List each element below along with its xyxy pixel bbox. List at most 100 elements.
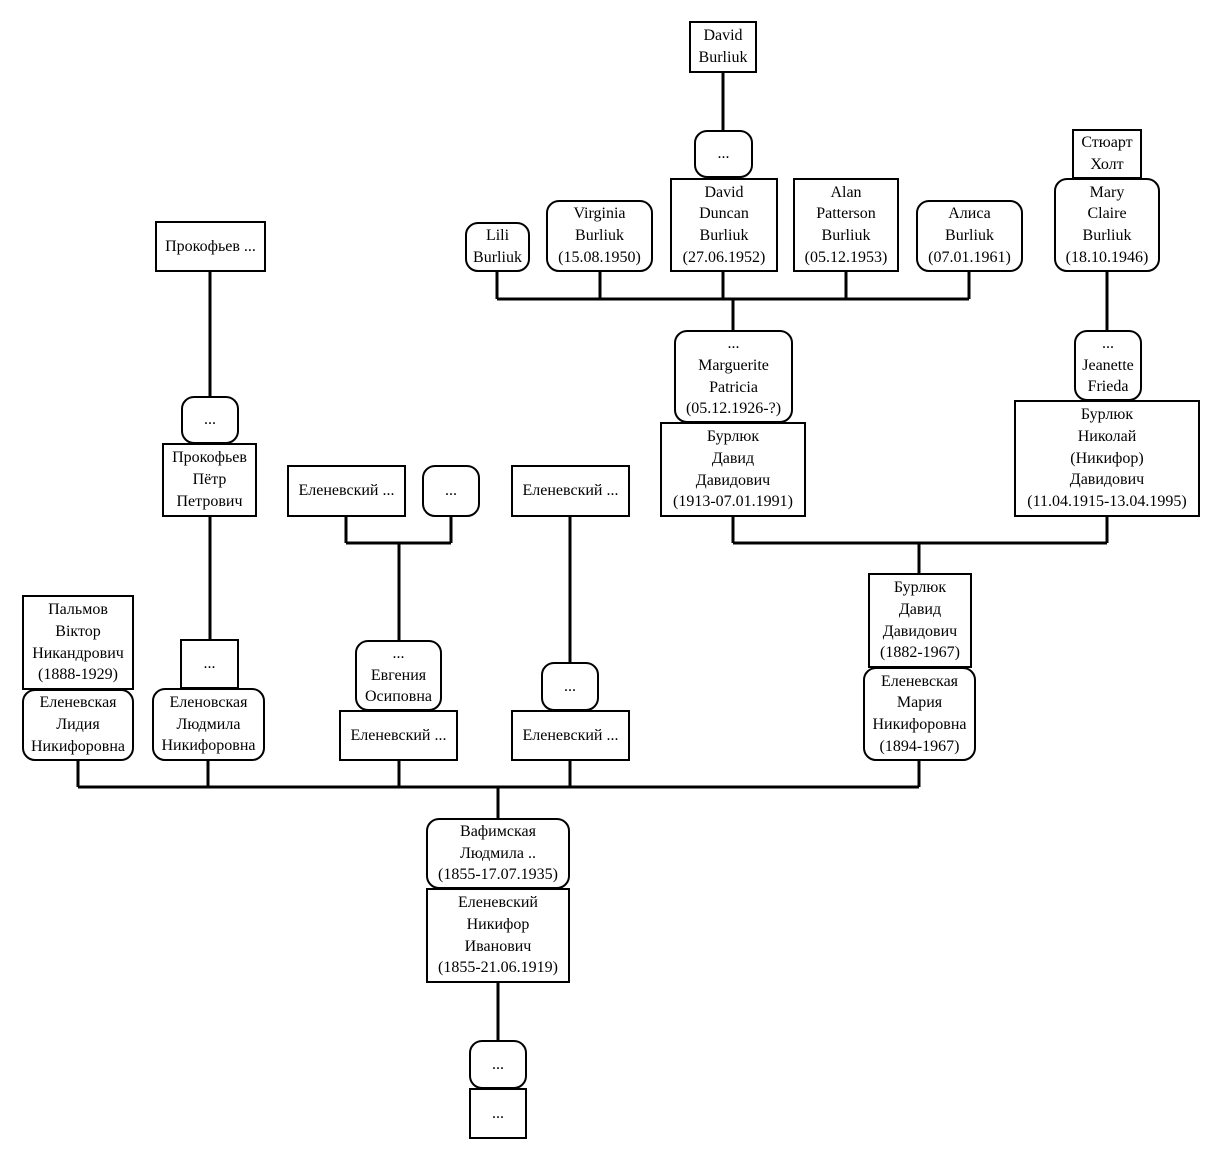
person-name-line: Frieda	[1087, 378, 1129, 396]
person-elenevsky-d[interactable]: Еленевский ...	[511, 710, 630, 761]
person-name-line: (05.12.1953)	[804, 248, 888, 266]
person-name-line: Patricia	[709, 378, 758, 396]
person-name-line: (07.01.1961)	[928, 248, 1011, 266]
person-prokofiev-sr[interactable]: Прокофьев ...	[155, 221, 266, 272]
person-name-line: ...	[727, 335, 740, 353]
person-name-line: Mary	[1089, 183, 1125, 201]
person-name-line: (1855-17.07.1935)	[438, 866, 558, 884]
person-name-line: Burliuk	[945, 227, 994, 245]
person-name-line: Мария	[896, 694, 943, 712]
person-name-line: ...	[492, 1055, 504, 1073]
person-name-line: (27.06.1952)	[682, 248, 766, 266]
person-elenevsky-c[interactable]: Еленевский ...	[339, 710, 458, 761]
person-name-line: Давидович	[882, 622, 958, 640]
person-name-line: Еленевский	[458, 894, 538, 912]
person-name-line: (Никифор)	[1070, 449, 1144, 467]
person-name-line: Burliuk	[699, 227, 749, 244]
person-elenevsky-a-spouse[interactable]: ...	[422, 465, 480, 517]
person-unknown-spouse[interactable]: ...	[694, 130, 753, 178]
person-elenevsky-d-spouse[interactable]: ...	[541, 662, 599, 711]
person-name-line: (05.12.1926-?)	[685, 400, 782, 418]
person-name-line: Burliuk	[698, 49, 748, 66]
person-name-line: Burliuk	[821, 227, 871, 244]
person-name-line: Пальмов	[48, 601, 108, 619]
person-elenevsky-b[interactable]: Еленевский ...	[511, 465, 630, 517]
person-name-line: Людмила ..	[460, 844, 536, 862]
person-name-line: Еленевский ...	[298, 482, 395, 500]
person-name-line: Еленовская	[169, 693, 248, 711]
person-name-line: Еленевская	[39, 694, 117, 712]
person-name-line: ...	[392, 644, 405, 662]
person-name-line: Claire	[1087, 205, 1127, 223]
person-name-line: Прокофьев ...	[165, 237, 256, 255]
person-name-line: Никифор	[466, 915, 530, 933]
person-name-line: Duncan	[699, 205, 749, 223]
person-name-line: Давидович	[1069, 471, 1145, 489]
person-name-line: Прокофьев	[172, 449, 247, 467]
person-name-line: (1882-1967)	[880, 644, 960, 662]
person-name-line: ...	[203, 655, 216, 673]
person-name-line: (1888-1929)	[38, 666, 118, 684]
person-name-line: (1894-1967)	[879, 737, 960, 755]
person-prokofiev-wife[interactable]: ...	[181, 396, 239, 444]
person-name-line: ...	[445, 482, 457, 500]
person-name-line: Вафимская	[460, 822, 536, 840]
person-name-line: (1913-07.01.1991)	[673, 493, 793, 511]
person-name-line: (1855-21.06.1919)	[438, 959, 558, 977]
person-name-line: Еленевская	[880, 672, 959, 690]
person-name-line: Иванович	[464, 937, 532, 955]
person-name-line: ...	[564, 677, 576, 695]
person-name-line: Еленевский ...	[350, 726, 447, 744]
person-grandfather[interactable]: ...	[469, 1088, 527, 1139]
person-name-line: Людмила	[176, 715, 241, 733]
person-name-line: David	[704, 183, 744, 201]
person-name-line: Никандрович	[32, 644, 124, 662]
person-name-line: ...	[204, 411, 216, 429]
person-name-line: ...	[717, 145, 730, 163]
person-elenevsky-a[interactable]: Еленевский ...	[287, 465, 406, 517]
person-name-line: ...	[492, 1104, 504, 1122]
person-name-line: Еленевский ...	[522, 482, 619, 500]
person-prokofiev-son[interactable]: ...	[180, 639, 239, 689]
person-name-line: Пётр	[192, 471, 227, 489]
person-name-line: Стюарт	[1081, 134, 1133, 152]
person-name-line: Віктор	[55, 622, 101, 640]
person-name-line: Давид	[711, 449, 755, 467]
person-name-line: Virginia	[573, 205, 626, 223]
person-name-line: Николай	[1077, 427, 1137, 445]
person-name-line: Давидович	[695, 471, 771, 489]
person-name-line: (15.08.1950)	[558, 248, 641, 266]
person-name-line: Burliuk	[473, 249, 522, 266]
person-name-line: Marguerite	[698, 356, 769, 374]
person-name-line: (11.04.1915-13.04.1995)	[1027, 493, 1187, 511]
person-name-line: Петрович	[176, 492, 243, 510]
person-name-line: ...	[1102, 334, 1114, 352]
person-name-line: David	[703, 27, 743, 45]
person-name-line: Евгения	[370, 666, 427, 684]
person-name-line: Никифоровна	[872, 716, 967, 733]
person-name-line: Давид	[898, 600, 942, 618]
person-grandmother[interactable]: ...	[469, 1040, 527, 1089]
